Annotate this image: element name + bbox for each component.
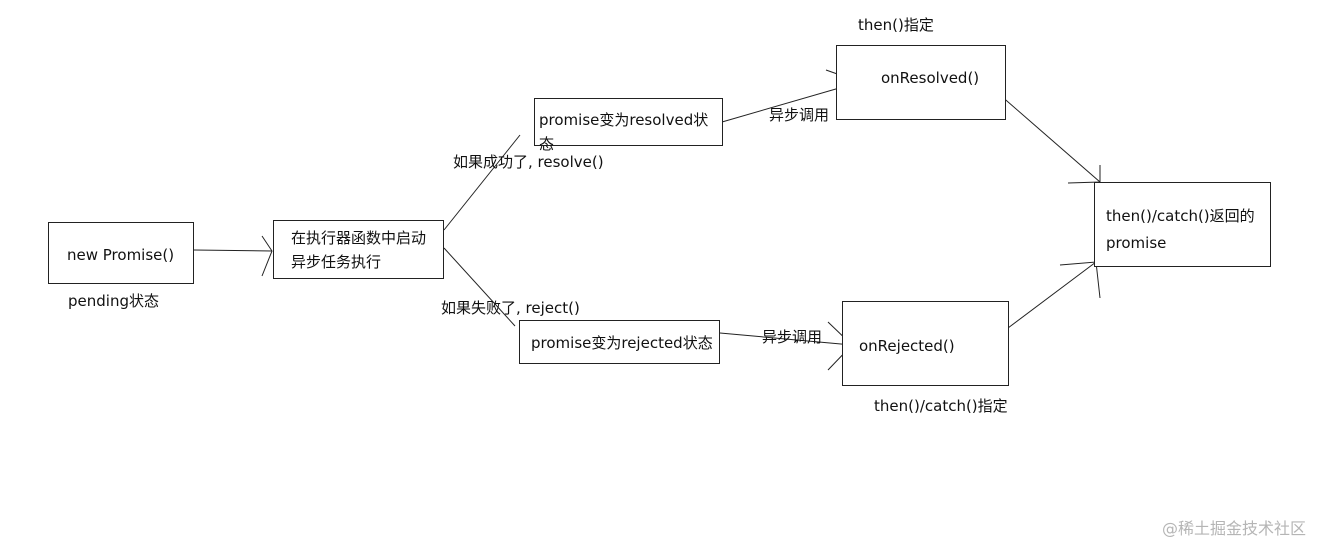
node-executor-line-1: 在执行器函数中启动	[291, 229, 427, 247]
node-new-promise-label: new Promise()	[67, 246, 175, 264]
label-async-call-bottom: 异步调用	[762, 328, 823, 346]
label-then-specified: then()指定	[858, 16, 934, 34]
arrow-onresolved-to-promise	[991, 87, 1101, 183]
label-pending: pending状态	[68, 292, 159, 310]
label-if-fail: 如果失败了, reject()	[441, 299, 580, 317]
label-then-catch-specified: then()/catch()指定	[874, 397, 1008, 415]
arrow-new-promise-to-executor	[193, 249, 273, 252]
node-on-rejected-label: onRejected()	[859, 337, 955, 355]
node-new-promise: new Promise()	[48, 222, 194, 284]
arrow-rejected-to-onrejected	[719, 332, 853, 346]
node-rejected-state: promise变为rejected状态	[519, 320, 720, 364]
node-resolved-state-label: promise变为resolved状态	[539, 111, 709, 153]
watermark: @稀土掘金技术社区	[1162, 519, 1307, 538]
node-on-rejected: onRejected()	[842, 301, 1009, 386]
node-on-resolved: onResolved()	[836, 45, 1006, 120]
arrowhead-promise-bottom	[1059, 261, 1101, 299]
arrowhead-executor	[261, 235, 273, 277]
label-async-call-top: 异步调用	[769, 106, 830, 124]
node-executor-line-2: 异步任务执行	[291, 253, 382, 271]
node-on-resolved-label: onResolved()	[881, 69, 980, 87]
node-rejected-state-label: promise变为rejected状态	[531, 334, 713, 352]
node-returned-promise-line-1: then()/catch()返回的	[1106, 207, 1255, 225]
line-executor-to-rejected	[443, 247, 516, 327]
label-if-success: 如果成功了, resolve()	[453, 153, 604, 171]
arrow-onrejected-to-promise	[1007, 261, 1097, 329]
node-resolved-state: promise变为resolved状态	[534, 98, 723, 153]
node-returned-promise: then()/catch()返回的 promise	[1094, 182, 1271, 267]
line-executor-to-resolved	[443, 134, 521, 231]
node-returned-promise-line-2: promise	[1106, 234, 1167, 252]
node-executor: 在执行器函数中启动 异步任务执行	[273, 220, 444, 279]
